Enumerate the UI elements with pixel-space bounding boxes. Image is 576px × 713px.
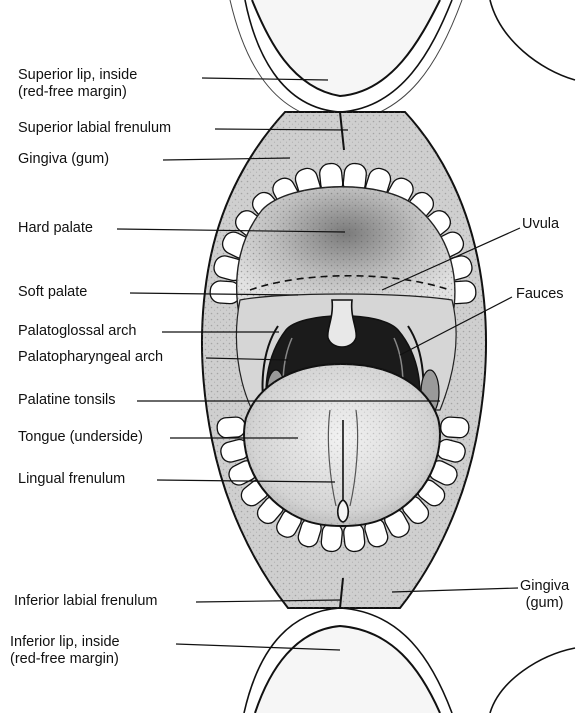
label-lingual-frenulum: Lingual frenulum [18, 471, 125, 488]
label-superior-lip: Superior lip, inside (red-free margin) [18, 67, 137, 101]
label-inferior-labial-frenulum: Inferior labial frenulum [14, 593, 157, 610]
tooth [440, 417, 469, 439]
label-superior-labial-frenulum: Superior labial frenulum [18, 120, 171, 137]
label-uvula: Uvula [522, 216, 559, 233]
label-hard-palate: Hard palate [18, 220, 93, 237]
label-superior-lip-line1: Superior lip, inside [18, 67, 137, 84]
tooth [217, 417, 246, 439]
uvula-shape [328, 300, 357, 347]
label-gingiva-lower: Gingiva (gum) [520, 578, 569, 612]
label-inferior-lip-line2: (red-free margin) [10, 651, 120, 668]
label-inferior-lip-line1: Inferior lip, inside [10, 634, 120, 651]
label-soft-palate: Soft palate [18, 284, 87, 301]
superior-lip [230, 0, 575, 122]
label-palatopharyngeal-arch: Palatopharyngeal arch [18, 349, 163, 366]
label-gingiva-lower-line1: Gingiva [520, 578, 569, 595]
label-inferior-lip: Inferior lip, inside (red-free margin) [10, 634, 120, 668]
inferior-lip [244, 608, 575, 713]
label-gingiva-upper: Gingiva (gum) [18, 151, 109, 168]
label-superior-lip-line2: (red-free margin) [18, 84, 137, 101]
label-palatine-tonsils: Palatine tonsils [18, 392, 116, 409]
label-gingiva-lower-line2: (gum) [520, 595, 569, 612]
label-palatoglossal-arch: Palatoglossal arch [18, 323, 137, 340]
label-fauces: Fauces [516, 286, 564, 303]
label-tongue-underside: Tongue (underside) [18, 429, 143, 446]
